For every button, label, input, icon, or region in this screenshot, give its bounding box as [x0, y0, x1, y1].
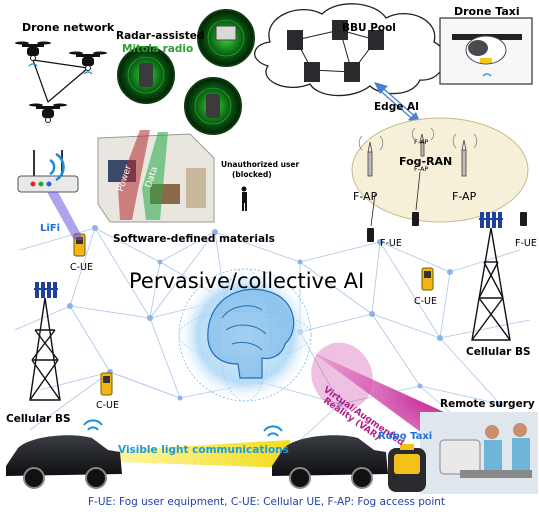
fap-label: F-AP: [452, 190, 477, 203]
fog-ran: [351, 117, 529, 223]
fue-label: F-UE: [380, 238, 402, 249]
remote-surgery-label: Remote surgery: [440, 398, 535, 410]
var-cone: [312, 352, 444, 436]
drone-icon: [69, 51, 107, 71]
fap-label: F-AP: [353, 190, 378, 203]
surgery-scene: [420, 412, 538, 494]
antenna-icon: [34, 282, 58, 298]
vlc-label: Visible light communications: [118, 444, 289, 456]
cellular-bs-label: Cellular BS: [6, 413, 71, 425]
abbreviation-legend: F-UE: Fog user equipment, C-UE: Cellular…: [88, 496, 446, 508]
radar-label: Radar-assisted: [116, 30, 205, 42]
wifi-icon: [28, 63, 93, 75]
fog-ran-label: Fog-RAN: [399, 155, 453, 168]
vlc-light-beam: [118, 440, 290, 468]
wifi-icon: [49, 152, 65, 182]
bbu-pool-cloud: [254, 3, 445, 97]
drone-icon: [15, 41, 51, 61]
cue-label: C-UE: [414, 296, 438, 307]
fue-label: F-UE: [515, 238, 537, 249]
radar-displays: [117, 9, 255, 135]
drone-network-label: Drone network: [22, 21, 115, 34]
antenna-icon: [479, 212, 503, 228]
cellular-tower: [471, 227, 511, 341]
phone-icon: [367, 212, 527, 242]
blocked-label: (blocked): [232, 170, 272, 179]
cellular-bs-label: Cellular BS: [466, 346, 531, 358]
brain-globe: [177, 267, 313, 403]
mitola-radio-label: Mitola radio: [122, 43, 194, 55]
fap-small-label: F-AP: [414, 138, 429, 146]
robo-taxi-icon: [388, 444, 426, 492]
drone-taxi: [439, 17, 533, 85]
bbu-pool-label: BBU Pool: [342, 22, 396, 34]
wifi-icon: [482, 73, 492, 77]
edge-ai-label: Edge AI: [374, 101, 420, 113]
fap-small-label: F-AP: [414, 165, 429, 173]
cue-label: C-UE: [70, 262, 94, 273]
person-icon: [241, 186, 247, 211]
smart-room: [97, 130, 215, 223]
lifi-router: [17, 150, 84, 240]
car-icon: [6, 419, 122, 489]
lifi-label: LiFi: [40, 223, 61, 234]
access-point-icon: [367, 133, 467, 177]
software-materials-label: Software-defined materials: [113, 233, 275, 245]
cellular-tower: [29, 297, 61, 401]
unauthorized-user-label: Unauthorized user: [221, 160, 300, 169]
car-icon: [263, 425, 388, 489]
drone-network: [15, 41, 107, 123]
drone-taxi-label: Drone Taxi: [454, 5, 520, 18]
cue-label: C-UE: [96, 400, 120, 411]
wifi-icon: [83, 419, 103, 431]
pervasive-ai-title: Pervasive/collective AI: [129, 269, 365, 293]
robo-taxi-label: Robo Taxi: [378, 431, 433, 442]
cue-phone-icon: [73, 233, 434, 396]
drone-icon: [29, 103, 67, 123]
wifi-icon: [263, 425, 283, 437]
server-icon: [287, 20, 384, 82]
